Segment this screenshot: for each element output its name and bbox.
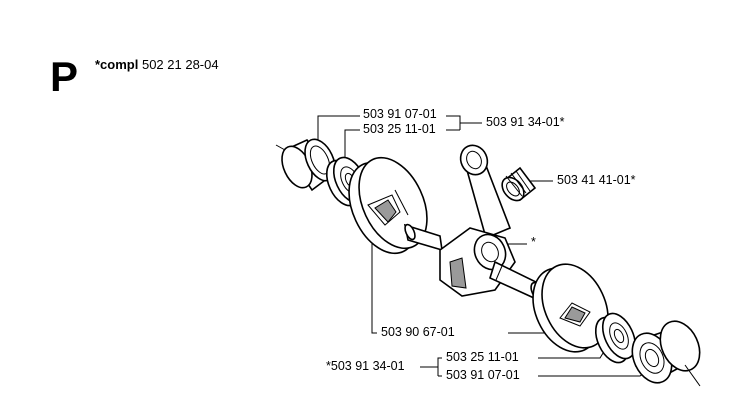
section-letter: P — [50, 53, 79, 100]
complete-assembly-label: *compl 502 21 28-04 — [95, 58, 219, 71]
right-seal-part — [594, 312, 637, 364]
needle-bearing-part — [501, 166, 537, 202]
label-crankshaft-half: 503 90 67-01 — [380, 325, 456, 339]
crank-shaft-part — [403, 223, 443, 252]
label-right-bearing: 503 91 07-01 — [445, 368, 521, 382]
compl-part-number: 502 21 28-04 — [141, 57, 219, 72]
right-axis-line — [684, 364, 701, 387]
left-crank-flywheel-part — [348, 156, 428, 255]
label-right-kit: *503 91 34-01 — [325, 359, 406, 373]
label-right-seal: 503 25 11-01 — [445, 350, 520, 364]
compl-prefix: *compl — [95, 57, 139, 72]
label-needle-bearing: 503 41 41-01* — [556, 173, 637, 187]
label-left-seal: 503 25 11-01 — [362, 122, 437, 136]
right-bearing-part — [631, 320, 701, 384]
label-conrod-star: * — [530, 235, 537, 249]
right-crank-flywheel-part — [532, 263, 609, 353]
label-left-bearing: 503 91 07-01 — [362, 107, 438, 121]
label-left-kit: 503 91 34-01* — [485, 115, 566, 129]
